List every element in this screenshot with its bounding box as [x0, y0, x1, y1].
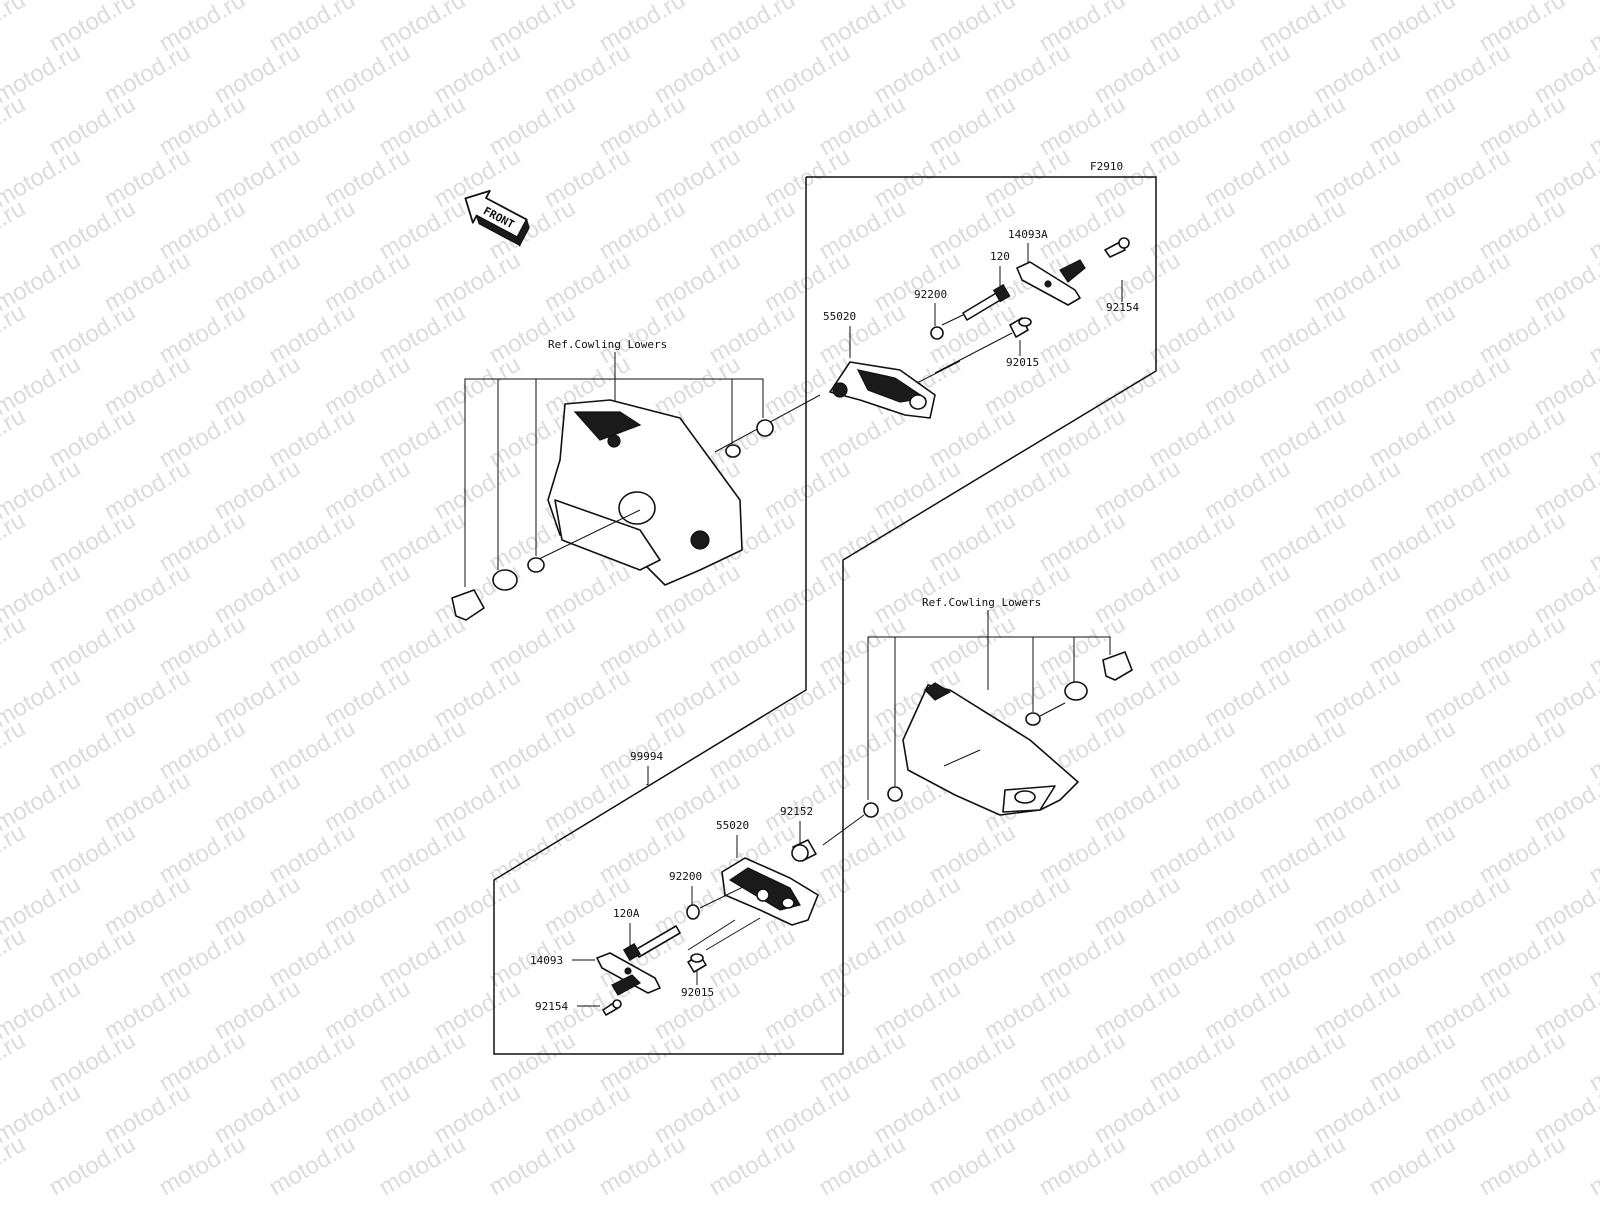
watermark-text: motod.ru: [0, 194, 30, 265]
washer-upper-right-a: [726, 445, 740, 457]
watermark-text: motod.ru: [1530, 350, 1600, 421]
ref-label-lower: Ref.Cowling Lowers: [922, 596, 1041, 609]
label-collar-upper: 92015: [1006, 356, 1039, 369]
watermark-text: motod.ru: [1530, 766, 1600, 837]
watermark-text: motod.ru: [815, 1130, 911, 1200]
slider-55020-lower: [722, 858, 818, 925]
label-slider-upper: 55020: [823, 310, 856, 323]
watermark-text: motod.ru: [265, 1130, 361, 1200]
watermark-text: motod.ru: [375, 1130, 471, 1200]
label-screw-upper: 92154: [1106, 301, 1139, 314]
watermark-text: motod.ru: [0, 0, 30, 57]
grommet-lower-right: [1065, 682, 1087, 700]
label-screw-lower: 92154: [535, 1000, 568, 1013]
watermark-text: motod.ru: [0, 402, 30, 473]
label-collar-lower: 92015: [681, 986, 714, 999]
watermark-text: motod.ru: [1145, 1130, 1241, 1200]
watermark-text: motod.ru: [1530, 870, 1600, 941]
watermark-text: motod.ru: [1530, 558, 1600, 629]
watermark-text: motod.ru: [0, 922, 30, 993]
collar-92015-lower: [688, 954, 706, 972]
washer-upper-right-b: [757, 420, 773, 436]
washer-92200-upper: [931, 327, 943, 339]
watermark-text: motod.ru: [1035, 1130, 1131, 1200]
label-bolt-lower: 120A: [613, 907, 640, 920]
watermark-text: motod.ru: [1530, 38, 1600, 109]
label-washer-upper: 92200: [914, 288, 947, 301]
watermark-text: motod.ru: [0, 1026, 30, 1097]
watermark-text: motod.ru: [1530, 662, 1600, 733]
watermark-text: motod.ru: [1530, 454, 1600, 525]
label-slider-lower: 55020: [716, 819, 749, 832]
label-plate-lower: 14093: [530, 954, 563, 967]
watermark-text: motod.ru: [0, 714, 30, 785]
watermark-text: motod.ru: [1255, 1130, 1351, 1200]
watermark-text: motod.ru: [155, 1130, 251, 1200]
watermark-text: motod.ru: [1530, 974, 1600, 1045]
washer-lower-left-b: [864, 803, 878, 817]
washer-lower-left-a: [888, 787, 902, 801]
watermark-text: motod.ru: [485, 1130, 581, 1200]
washer-lower-right-a: [1026, 713, 1040, 725]
kit-label: 99994: [630, 750, 663, 763]
cowling-lower-upper: [548, 400, 742, 585]
clip-lower-right: [1103, 652, 1132, 680]
watermark-text: motod.ru: [0, 90, 30, 161]
watermark-text: motod.ru: [1585, 1130, 1600, 1200]
kit-outline: [494, 177, 1156, 1054]
watermark-text: motod.ru: [0, 298, 30, 369]
grommet-upper-left: [493, 570, 517, 590]
figure-code: F2910: [1090, 160, 1123, 173]
ref-label-upper: Ref.Cowling Lowers: [548, 338, 667, 351]
screw-92154-upper: [1105, 238, 1129, 257]
watermark-text: motod.ru: [45, 1130, 141, 1200]
watermark-text: motod.ru: [0, 1130, 30, 1200]
watermark-text: motod.ru: [925, 1130, 1021, 1200]
label-spacer-lower: 92152: [780, 805, 813, 818]
watermark-text: motod.ru: [1475, 1130, 1571, 1200]
watermark-text: motod.ru: [705, 1130, 801, 1200]
watermark-text: motod.ru: [1365, 1130, 1461, 1200]
watermark-text: motod.ru: [595, 1130, 691, 1200]
watermark-text: motod.ru: [1530, 1078, 1600, 1149]
washer-upper-left: [528, 558, 544, 572]
watermark-text: motod.ru: [0, 506, 30, 577]
label-bolt-upper: 120: [990, 250, 1010, 263]
watermark-text: motod.ru: [1530, 246, 1600, 317]
watermark-text: motod.ru: [0, 610, 30, 681]
watermark-text: motod.ru: [0, 818, 30, 889]
watermark-text: motod.ru: [1530, 142, 1600, 213]
label-washer-lower: 92200: [669, 870, 702, 883]
label-plate-upper: 14093A: [1008, 228, 1048, 241]
washer-92200-lower: [687, 905, 699, 919]
